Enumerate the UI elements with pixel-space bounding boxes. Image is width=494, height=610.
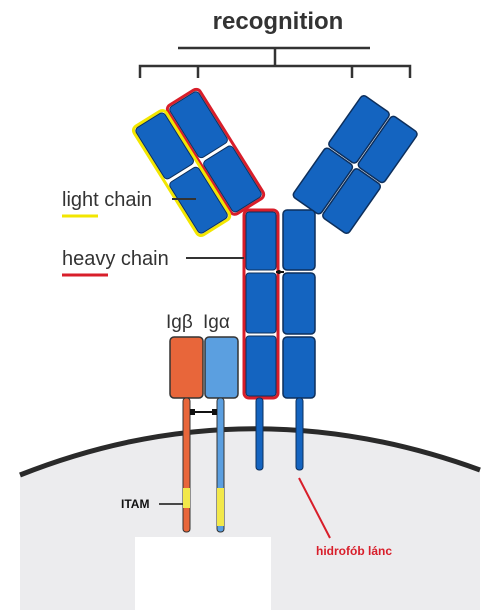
light-chain-label: light chain bbox=[62, 189, 152, 211]
left-heavy-variable-domain bbox=[169, 91, 228, 159]
left-heavy-chain-outline bbox=[165, 87, 266, 216]
stem-right-domain-1 bbox=[282, 209, 316, 271]
right-light-constant-domain bbox=[322, 168, 382, 234]
heavy-chain-label: heavy chain bbox=[62, 248, 169, 270]
recognition-label: recognition bbox=[213, 8, 344, 35]
ig-beta bbox=[169, 336, 204, 533]
stem-left-domain-3 bbox=[245, 335, 277, 397]
ig-beta-label: Igβ bbox=[166, 312, 193, 333]
stem-right-heavy-chain bbox=[282, 209, 316, 399]
ig-alpha-beta-link bbox=[190, 409, 217, 415]
left-heavy-constant-domain bbox=[203, 145, 262, 213]
left-arm bbox=[131, 87, 266, 237]
left-light-chain-outline bbox=[131, 109, 232, 237]
right-heavy-variable-domain bbox=[328, 95, 390, 164]
blank-box bbox=[135, 537, 271, 610]
right-arm bbox=[292, 95, 418, 234]
left-light-constant-domain bbox=[169, 166, 228, 234]
ig-alpha-label: Igα bbox=[203, 312, 230, 333]
ig-alpha bbox=[204, 336, 239, 533]
stem-left-domain-1 bbox=[245, 211, 277, 271]
stem-left-domain-2 bbox=[245, 272, 277, 334]
right-light-variable-domain bbox=[357, 115, 418, 184]
heavy-chain-transmembrane-tails bbox=[255, 397, 304, 471]
right-heavy-constant-domain bbox=[292, 147, 354, 215]
stem-right-domain-3 bbox=[282, 336, 316, 399]
hydrophobic-chain-label: hidrofób lánc bbox=[316, 544, 392, 558]
hydrophobic-chain-pointer bbox=[298, 477, 331, 539]
recognition-bracket bbox=[138, 46, 412, 78]
stem-right-domain-2 bbox=[282, 272, 316, 335]
stem-left-heavy-chain bbox=[242, 208, 280, 400]
left-light-variable-domain bbox=[135, 112, 194, 180]
ig-alpha-itam bbox=[217, 488, 224, 526]
itam-label: ITAM bbox=[121, 497, 149, 511]
ig-beta-itam bbox=[183, 488, 190, 508]
